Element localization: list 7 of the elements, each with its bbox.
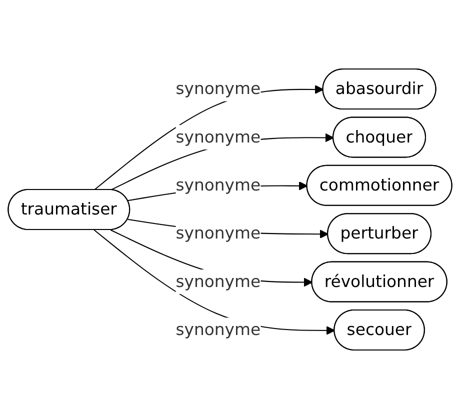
arrow (94, 85, 324, 190)
edge-label: synonyme (176, 78, 261, 98)
edge-label: synonyme (176, 223, 261, 243)
edge-label: synonyme (176, 126, 261, 146)
edge-label: synonyme (176, 320, 261, 340)
edge-label: synonyme (176, 175, 261, 195)
edge-label: synonyme (176, 272, 261, 292)
